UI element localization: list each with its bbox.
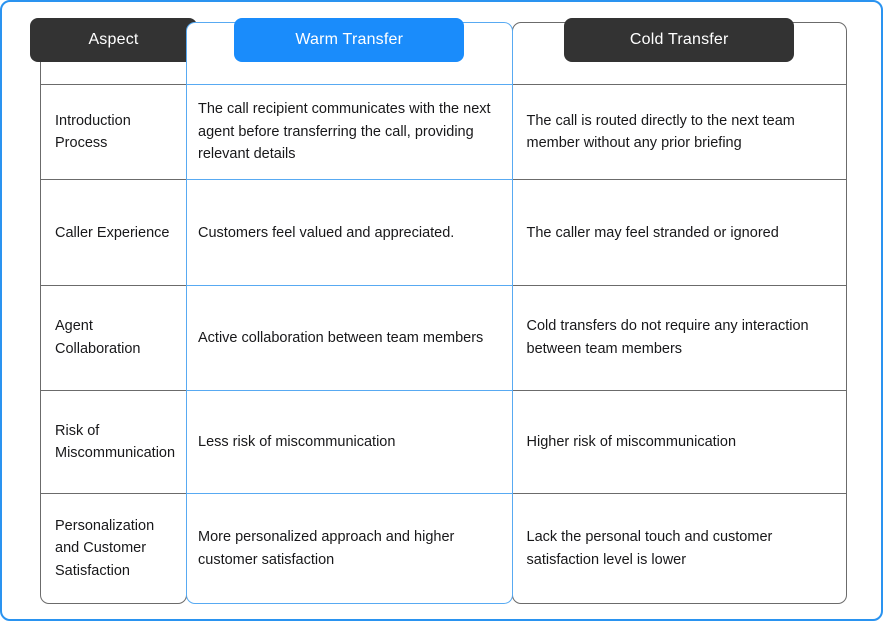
cell-cold-1: The caller may feel stranded or ignored xyxy=(512,179,846,285)
cell-cold-4: Lack the personal touch and customer sat… xyxy=(512,493,846,603)
cell-aspect-4: Personalization and Customer Satisfactio… xyxy=(41,493,186,603)
column-warm-transfer: Warm Transfer The call recipient communi… xyxy=(186,18,513,604)
cell-warm-2: Active collaboration between team member… xyxy=(187,285,512,390)
cell-cold-3: Higher risk of miscommunication xyxy=(512,389,846,494)
column-header-aspect: Aspect xyxy=(30,18,197,85)
cell-warm-1: Customers feel valued and appreciated. xyxy=(187,179,512,285)
header-pill-cold-transfer: Cold Transfer xyxy=(564,18,795,62)
header-pill-aspect: Aspect xyxy=(30,18,197,62)
cell-aspect-0: Introduction Process xyxy=(55,112,131,152)
column-cold-transfer: Cold Transfer The call is routed directl… xyxy=(511,18,847,604)
cell-warm-4: More personalized approach and higher cu… xyxy=(187,493,512,603)
comparison-table: Aspect Introduction Process Caller Exper… xyxy=(30,18,847,604)
cell-warm-0: The call recipient communicates with the… xyxy=(198,101,491,163)
cell-aspect-1: Caller Experience xyxy=(41,179,186,285)
cell-warm-3: Less risk of miscommunication xyxy=(187,389,512,494)
column-header-cold-transfer: Cold Transfer xyxy=(512,18,846,85)
header-pill-warm-transfer: Warm Transfer xyxy=(234,18,465,62)
cell-cold-2: Cold transfers do not require any intera… xyxy=(512,285,846,390)
column-header-warm-transfer: Warm Transfer xyxy=(187,18,512,85)
cell-aspect-2: Agent Collaboration xyxy=(41,285,186,390)
cell-aspect-3: Risk of Miscommunication xyxy=(41,389,186,494)
cell-cold-0: The call is routed directly to the next … xyxy=(526,112,795,152)
column-aspect: Aspect Introduction Process Caller Exper… xyxy=(30,18,197,604)
